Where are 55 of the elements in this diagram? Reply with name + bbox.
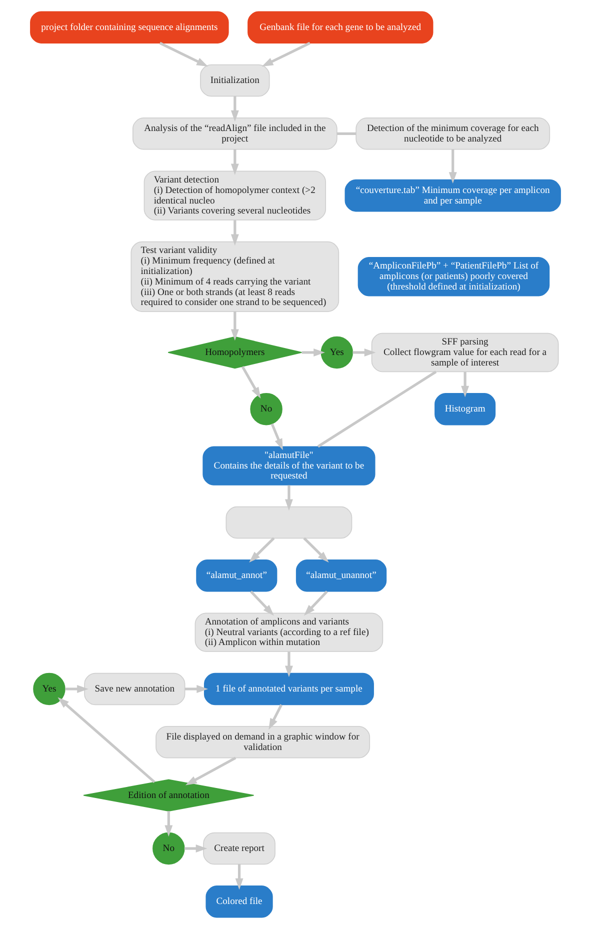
arrow (230, 312, 239, 341)
node-box: Create report (203, 832, 276, 865)
node-box: Variant detection (i) Detection of homopolymer context (>2 identical nucleo (ii) Variants covering several nucleotides (144, 170, 326, 220)
arrow (249, 537, 275, 563)
arrow (230, 96, 239, 122)
arrow (65, 685, 88, 693)
arrow (304, 590, 328, 616)
arrow (230, 220, 239, 246)
arrow (262, 42, 310, 66)
node-circle: No (250, 393, 282, 426)
node-box: Colored file (206, 886, 273, 918)
node-circle: Yes (33, 672, 66, 706)
node-box: Detection of the minimum coverage for each nucleotide to be analyzed (356, 118, 550, 150)
node-diamond: Homopolymers (168, 336, 302, 369)
node-box: Annotation of amplicons and variants (i) Neutral variants (according to a ref file) (ii) Amplicon within mutation (194, 612, 384, 652)
arrow (270, 423, 283, 450)
node-box: project folder containing sequence alignments (30, 11, 229, 44)
arrow (284, 652, 293, 678)
node-box (226, 506, 352, 539)
node-box: "alamutFile" Contains the details of the variant to be requested (202, 446, 376, 486)
node-box: Initialization (200, 64, 270, 97)
arrow (303, 537, 329, 563)
arrow (284, 485, 293, 511)
node-circle: No (152, 832, 185, 865)
arrow (241, 366, 261, 399)
node-box: “alamut_unannot” (296, 560, 387, 592)
arrow (230, 149, 239, 176)
node-box: Histogram (434, 393, 496, 426)
node-box: 1 file of annotated variants per sample (204, 672, 374, 706)
arrow (58, 697, 156, 784)
node-box: File displayed on demand in a graphic window for validation (156, 726, 370, 758)
arrow (184, 844, 208, 852)
connector (337, 132, 356, 135)
node-box: “couverture.tab” Minimum coverage per amplicon and per sample (344, 179, 561, 212)
arrow (185, 685, 208, 693)
arrow (185, 756, 236, 786)
node-box: Test variant validity (i) Minimum frequency (defined at initialization) (ii) Minimum of 4 reads carrying the variant (iii) One or both strands (at least 8 reads required to consider one strand to be sequenced) (130, 241, 340, 312)
connector (317, 370, 437, 448)
node-diamond: Edition of annotation (83, 779, 254, 812)
arrow (352, 348, 376, 356)
arrow (448, 149, 457, 184)
arrow (461, 372, 470, 398)
node-box: Analysis of the “readAlign” file included in the project (132, 118, 338, 150)
node-box: Genbank file for each gene to be analyzed (248, 11, 434, 44)
arrow (235, 864, 244, 890)
arrow (250, 590, 274, 616)
node-box: “AmpliconFilePb” + “PatientFilePb” List of amplicons (or patients) poorly covered (threshold defined at initialization) (358, 257, 550, 296)
arrow (302, 348, 325, 356)
arrow (268, 704, 283, 730)
arrow (159, 42, 208, 66)
node-circle: Yes (320, 336, 354, 369)
node-box: SFF parsing Collect flowgram value for each read for a sample of interest (371, 332, 559, 372)
arrow (164, 811, 173, 837)
node-box: Save new annotation (84, 672, 186, 706)
node-box: “alamut_annot” (196, 560, 278, 592)
